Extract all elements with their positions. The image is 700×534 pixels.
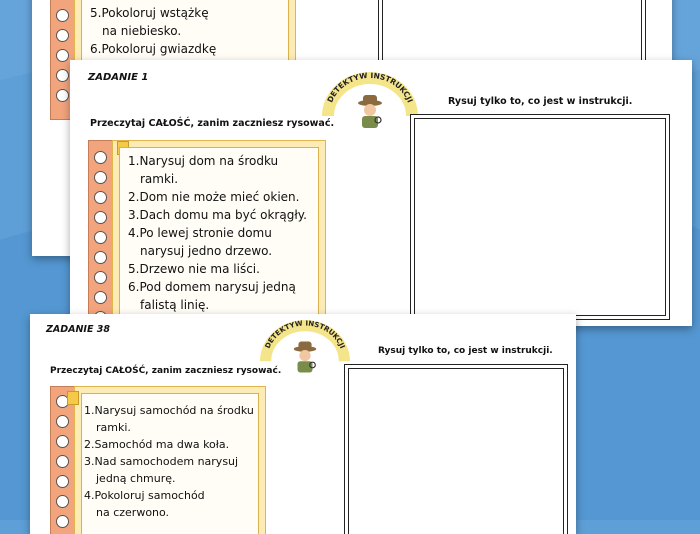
list-item: 4.Pokoloruj samochód na czerwono. [84,489,205,519]
instruction-list: 5.Pokoloruj wstążkę na niebiesko. 6.Poko… [90,4,284,58]
read-all-instruction: Przeczytaj CAŁOŚĆ, zanim zaczniesz rysow… [90,118,335,129]
instruction-notebook: 1.Narysuj dom na środku ramki. 2.Dom nie… [88,140,326,326]
list-item: 6.Pokoloruj gwiazdkę [90,42,217,56]
drawing-instruction: Rysuj tylko to, co jest w instrukcji. [378,346,553,356]
page-tab [67,391,79,405]
drawing-frame [348,368,564,534]
instruction-list: 1.Narysuj samochód na środku ramki. 2.Sa… [84,402,254,521]
detective-icon [293,341,317,373]
worksheet-middle: ZADANIE 1 DETEKTYW INSTRUKCJI Rysuj tylk… [70,60,692,326]
drawing-frame [382,0,642,61]
note-page: 1.Narysuj samochód na środku ramki. 2.Sa… [67,386,266,534]
instruction-list: 1.Narysuj dom na środku ramki. 2.Dom nie… [128,152,314,314]
list-item: 3.Dach domu ma być okrągły. [128,208,307,222]
drawing-frame [414,118,666,316]
list-item: 5.Drzewo nie ma liści. [128,262,260,276]
worksheet-front: ZADANIE 38 DETEKTYW INSTRUKCJI Rysuj tyl… [30,314,576,534]
note-page: 1.Narysuj dom na środku ramki. 2.Dom nie… [112,140,326,326]
drawing-instruction: Rysuj tylko to, co jest w instrukcji. [448,96,633,107]
list-item: 6.Pod domem narysuj jedną falistą linię. [128,280,296,312]
instruction-notebook: 1.Narysuj samochód na środku ramki. 2.Sa… [50,386,266,534]
detective-icon [358,95,382,128]
detective-badge: DETEKTYW INSTRUKCJI [322,71,418,128]
ring-binding [88,140,114,326]
ring-binding [50,0,76,120]
task-title: ZADANIE 38 [46,324,110,335]
detective-badge: DETEKTYW INSTRUKCJI [260,318,350,373]
list-item: 1.Narysuj dom na środku ramki. [128,154,279,186]
ring-binding [50,386,76,534]
list-item: 3.Nad samochodem narysuj jedną chmurę. [84,455,239,485]
list-item: 2.Samochód ma dwa koła. [84,438,230,451]
list-item: 2.Dom nie może mieć okien. [128,190,300,204]
list-item: 5.Pokoloruj wstążkę na niebiesko. [90,6,209,38]
list-item: 4.Po lewej stronie domu narysuj jedno dr… [128,226,273,258]
read-all-instruction: Przeczytaj CAŁOŚĆ, zanim zaczniesz rysow… [50,366,282,376]
task-title: ZADANIE 1 [88,72,149,83]
list-item: 1.Narysuj samochód na środku ramki. [84,404,254,434]
